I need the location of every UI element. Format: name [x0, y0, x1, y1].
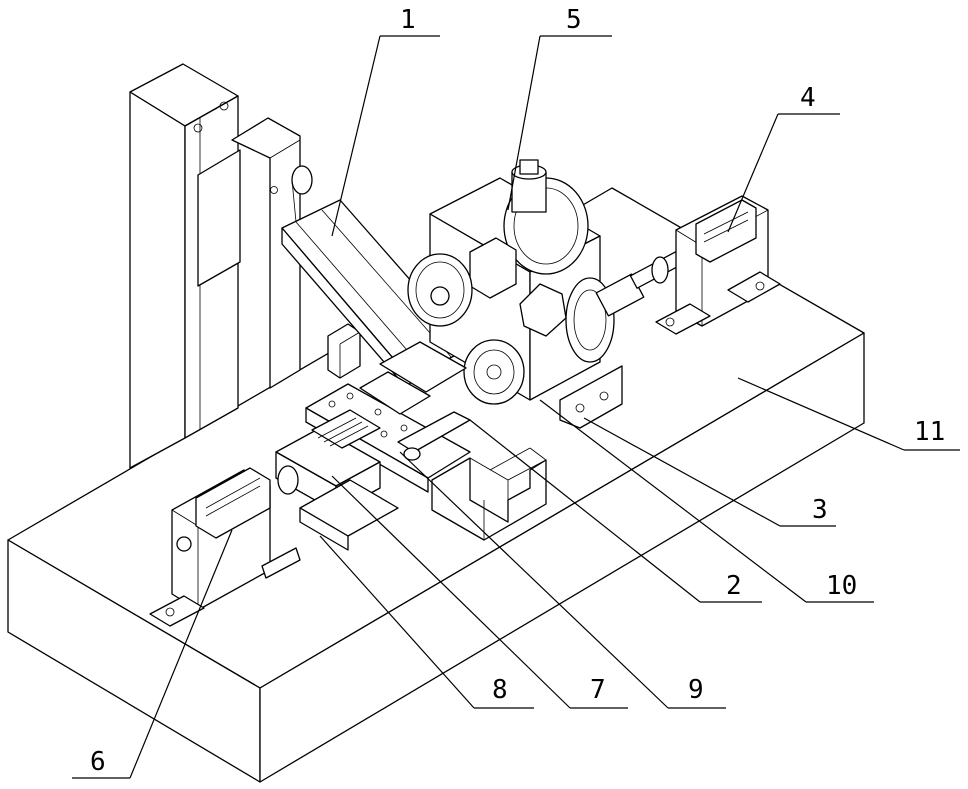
callout-7: 7 — [590, 675, 606, 705]
callout-1: 1 — [400, 5, 416, 35]
callout-8: 8 — [492, 675, 508, 705]
callout-6: 6 — [90, 747, 106, 777]
callout-9: 9 — [688, 675, 704, 705]
callout-2: 2 — [726, 571, 742, 601]
callout-10: 10 — [826, 571, 857, 601]
callout-3: 3 — [812, 495, 828, 525]
callout-11: 11 — [914, 417, 945, 447]
callout-5: 5 — [566, 5, 582, 35]
callout-4: 4 — [800, 83, 816, 113]
